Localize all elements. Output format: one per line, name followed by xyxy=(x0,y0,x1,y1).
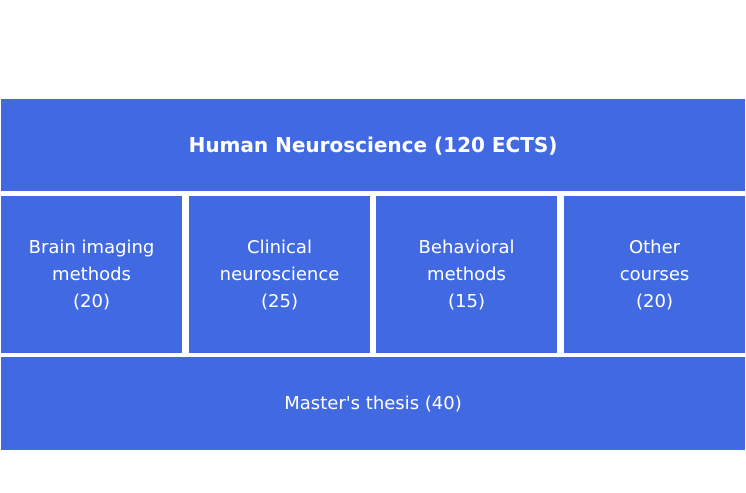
module-label-line: neuroscience xyxy=(219,264,340,285)
module-credits: (20) xyxy=(73,291,110,312)
thesis-label: Master's thesis (40) xyxy=(284,393,462,414)
module-label-line: methods xyxy=(427,264,506,285)
thesis-block: Master's thesis (40) xyxy=(1,357,745,450)
module-credits: (25) xyxy=(261,291,298,312)
program-title: Human Neuroscience (120 ECTS) xyxy=(188,133,558,157)
module-label-line: methods xyxy=(52,264,131,285)
module-label-line: courses xyxy=(619,264,690,285)
module-behavioral-methods: Behavioral methods (15) xyxy=(376,196,557,353)
module-other-courses: Other courses (20) xyxy=(564,196,745,353)
module-label-line: Brain imaging xyxy=(28,237,155,258)
module-credits: (15) xyxy=(448,291,485,312)
program-title-block: Human Neuroscience (120 ECTS) xyxy=(1,99,745,191)
module-label-line: Behavioral xyxy=(418,237,515,258)
module-label-line: Other xyxy=(628,237,681,258)
module-clinical-neuroscience: Clinical neuroscience (25) xyxy=(189,196,370,353)
module-brain-imaging: Brain imaging methods (20) xyxy=(1,196,182,353)
module-label-line: Clinical xyxy=(247,237,312,258)
module-credits: (20) xyxy=(636,291,673,312)
